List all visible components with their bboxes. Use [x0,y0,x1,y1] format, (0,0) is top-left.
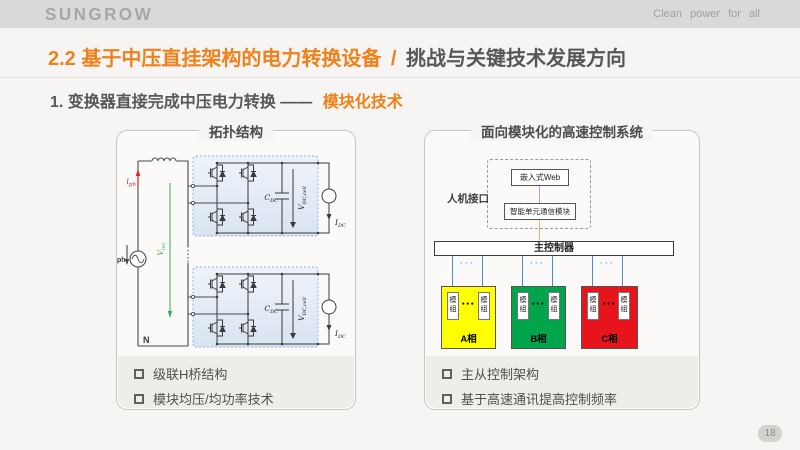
inductor [151,157,177,162]
bus-line [622,256,623,286]
web-comm-link [539,186,540,203]
square-bullet-icon [442,368,452,379]
title-orange: 2.2 基于中压直挂架构的电力转换设备 [48,48,382,70]
vcell-label-1: VDC,cell [297,186,308,210]
bullet-text: 级联H桥结构 [153,367,228,382]
topology-panel-title: 拓扑结构 [199,121,273,141]
bullet-row: 基于高速通讯提高控制频率 [442,389,698,408]
bus-line [592,256,593,286]
bus-line [452,256,453,286]
sungrow-logo: SUNGROW [45,4,154,25]
module-chip: 模组 [517,292,529,320]
phase-b-label: B相 [530,334,547,345]
module-chip: 模组 [478,292,490,320]
subtitle-orange: 模块化技术 [322,94,403,111]
header-tagline: Clean power for all [653,8,760,20]
module-chip: 模组 [548,292,560,320]
control-system-diagram: 人机接口 嵌入式Web 智能单元通信模块 主控制器 ··· ··· ··· 模组… [425,131,699,358]
page-number-badge: 18 [758,425,782,442]
i-ph-label: iph [126,177,136,188]
square-bullet-icon [134,393,144,404]
square-bullet-icon [442,393,452,404]
cdc-label-2: CDC [264,304,278,315]
embedded-web-box: 嵌入式Web [511,169,569,186]
bus-ellipsis: ··· [600,258,615,268]
bullet-row: 主从控制架构 [442,364,698,383]
subtitle-gray: 1. 变换器直接完成中压电力转换 —— [50,94,313,111]
header-bar: SUNGROW Clean power for all [0,0,800,28]
vcell-label-2: VDC,cell [297,297,308,321]
smart-comm-box: 智能单元通信模块 [504,203,576,220]
bullet-text: 基于高速通讯提高控制频率 [461,392,618,407]
comm-controller-link [539,220,540,241]
topology-bullets-band: 级联H桥结构 模块均压/均功率技术 [118,356,354,408]
control-system-panel: 面向模块化的高速控制系统 人机接口 嵌入式Web 智能单元通信模块 主控制器 ·… [424,121,700,410]
module-ellipsis: ●●● [531,301,546,307]
neutral-label: N [143,335,150,345]
bullet-row: 模块均压/均功率技术 [134,389,354,408]
v-inv-label: Vinv [156,242,167,255]
bullet-text: 主从控制架构 [461,367,540,382]
page-title: 2.2 基于中压直挂架构的电力转换设备 / 挑战与关键技术发展方向 [48,42,626,71]
phase-c-box: 模组 模组 ●●● C相 [581,286,638,349]
title-slash: / [390,48,397,70]
section-subtitle: 1. 变换器直接完成中压电力转换 —— 模块化技术 [50,88,403,112]
hbridge-module-2 [192,266,319,348]
idc-label-2: IDC [334,329,346,340]
control-bullets-band: 主从控制架构 基于高速通讯提高控制频率 [426,356,698,408]
idc-label-1: IDC [334,218,346,229]
phase-a-box: 模组 模组 ●●● A相 [441,286,496,349]
hmi-label: 人机接口 [447,193,489,205]
bus-ellipsis: ··· [460,258,475,268]
control-panel-title: 面向模块化的高速控制系统 [471,121,653,141]
title-gray: 挑战与关键技术发展方向 [406,48,627,70]
module-ellipsis: ●●● [461,301,476,307]
square-bullet-icon [134,368,144,379]
bus-line [522,256,523,286]
bus-line [552,256,553,286]
main-controller-box: 主控制器 [434,241,674,256]
bullet-text: 模块均压/均功率技术 [153,392,274,407]
ph-label: ph [117,257,126,264]
bus-line [482,256,483,286]
bullet-row: 级联H桥结构 [134,364,354,383]
cdc-label-1: CDC [264,193,278,204]
topology-circuit-diagram: iph Vinv ph N CDC VDC,cell IDC CDC VDC,c… [117,155,346,348]
module-chip: 模组 [587,292,599,320]
bus-ellipsis: ··· [530,258,545,268]
phase-c-label: C相 [601,334,618,345]
title-divider [0,77,800,78]
module-chip: 模组 [618,292,630,320]
phase-a-label: A相 [460,334,477,345]
module-ellipsis: ●●● [602,301,617,307]
hbridge-module-1 [192,155,319,237]
phase-b-box: 模组 模组 ●●● B相 [511,286,566,349]
topology-panel: 拓扑结构 [116,121,356,410]
module-chip: 模组 [447,292,459,320]
